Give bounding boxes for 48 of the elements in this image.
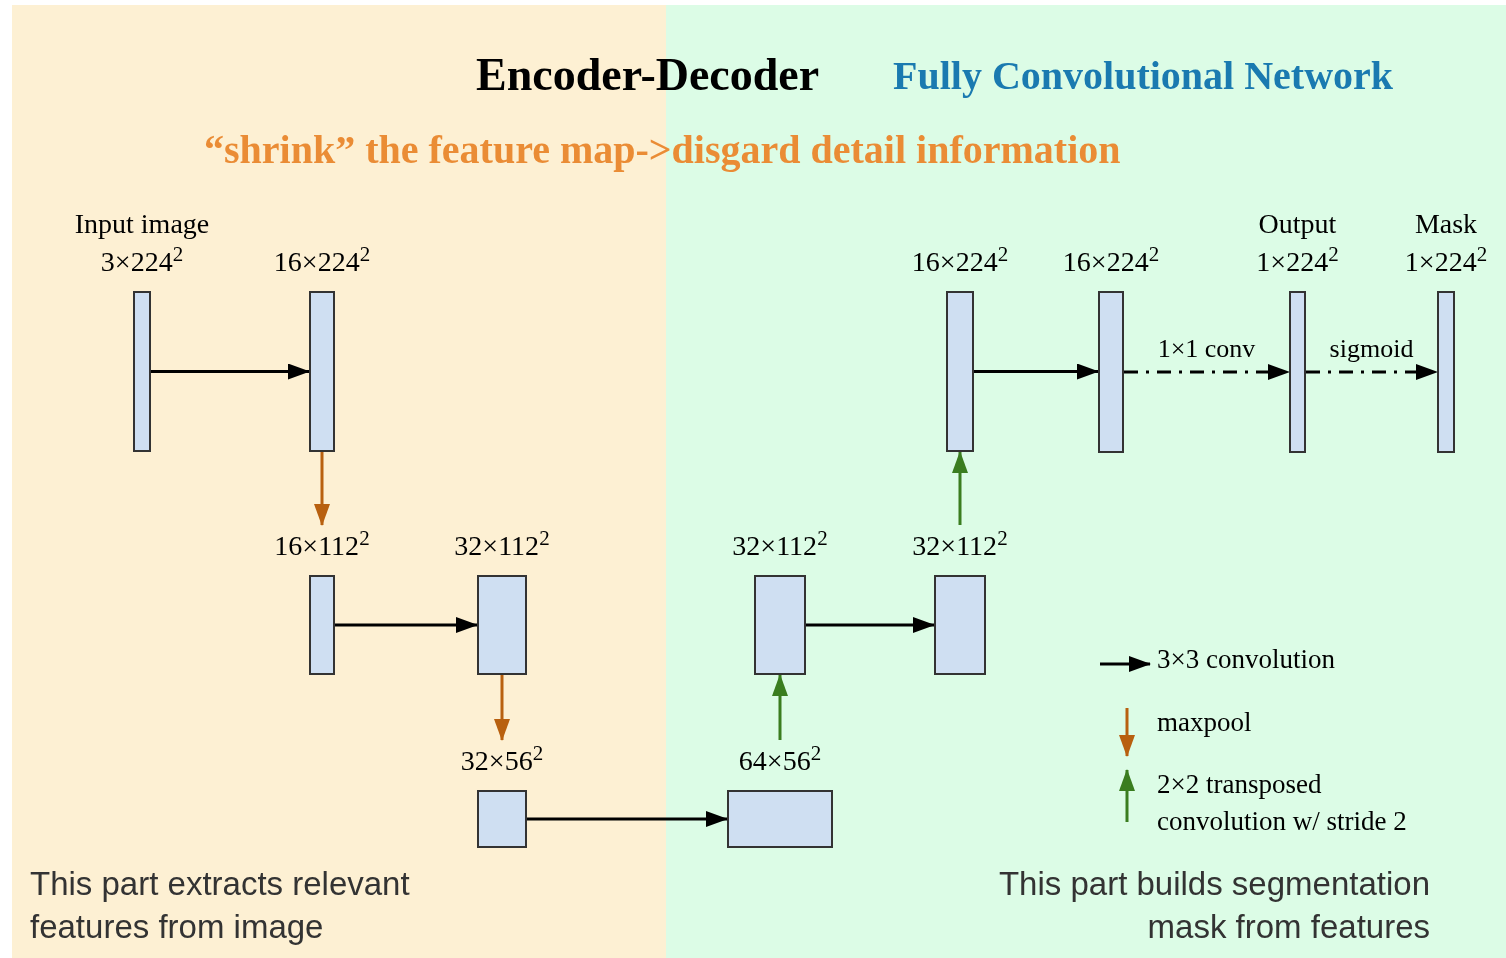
dimension-label: 16×224$^{2}$: [1062, 243, 1160, 279]
feature-map-bar: [309, 575, 335, 675]
arrow: [1124, 364, 1290, 380]
dimension-label: 32×112$^{2}$: [454, 527, 550, 563]
arrow: [1306, 364, 1438, 380]
dimension-label: Mask: [1414, 207, 1478, 241]
dimension-label: 32×56$^{2}$: [460, 742, 544, 778]
arrow: [806, 617, 935, 633]
arrow: [527, 811, 728, 827]
feature-map-bar: [309, 291, 335, 452]
arrow: [151, 363, 310, 380]
dimension-label: 64×56$^{2}$: [738, 742, 822, 778]
arrow: [952, 451, 968, 525]
edge-label: 1×1 conv: [1157, 336, 1256, 362]
dimension-label: 1×224$^{2}$: [1256, 243, 1339, 279]
legend-text: 3×3 convolution: [1157, 643, 1336, 676]
dimension-label: 16×224$^{2}$: [273, 243, 371, 279]
dimension-label: 3×224$^{2}$: [100, 243, 184, 279]
arrow: [494, 675, 510, 741]
title: Encoder-Decoder: [476, 52, 820, 98]
arrow: [974, 363, 1099, 380]
dimension-label: Output: [1258, 207, 1337, 241]
feature-map-bar: [754, 575, 806, 675]
description: This part extracts relevant features from image: [30, 864, 411, 947]
edge-label: sigmoid: [1329, 336, 1414, 362]
feature-map-bar: [1437, 291, 1455, 453]
legend-text: maxpool: [1157, 706, 1253, 739]
arrow: [335, 617, 478, 633]
annotation: “shrink” the feature map->disgard detail information: [204, 130, 1121, 170]
arrow: [772, 674, 788, 740]
dimension-label: 16×112$^{2}$: [274, 527, 370, 563]
dimension-label: Input image: [74, 207, 210, 241]
feature-map-bar: [934, 575, 986, 675]
feature-map-bar: [1289, 291, 1306, 453]
feature-map-bar: [1098, 291, 1124, 453]
feature-map-bar: [133, 291, 151, 452]
dimension-label: 16×224$^{2}$: [911, 243, 1009, 279]
feature-map-bar: [946, 291, 974, 452]
dimension-label: 32×112$^{2}$: [732, 527, 828, 563]
feature-map-bar: [477, 790, 527, 848]
feature-map-bar: [727, 790, 833, 848]
description: This part builds segmentation mask from features: [997, 864, 1430, 947]
subtitle: Fully Convolutional Network: [893, 56, 1394, 96]
arrow: [314, 452, 330, 526]
feature-map-bar: [477, 575, 527, 675]
legend-text: 2×2 transposed convolution w/ stride 2: [1157, 768, 1408, 838]
dimension-label: 32×112$^{2}$: [912, 527, 1008, 563]
dimension-label: 1×224$^{2}$: [1404, 243, 1488, 279]
